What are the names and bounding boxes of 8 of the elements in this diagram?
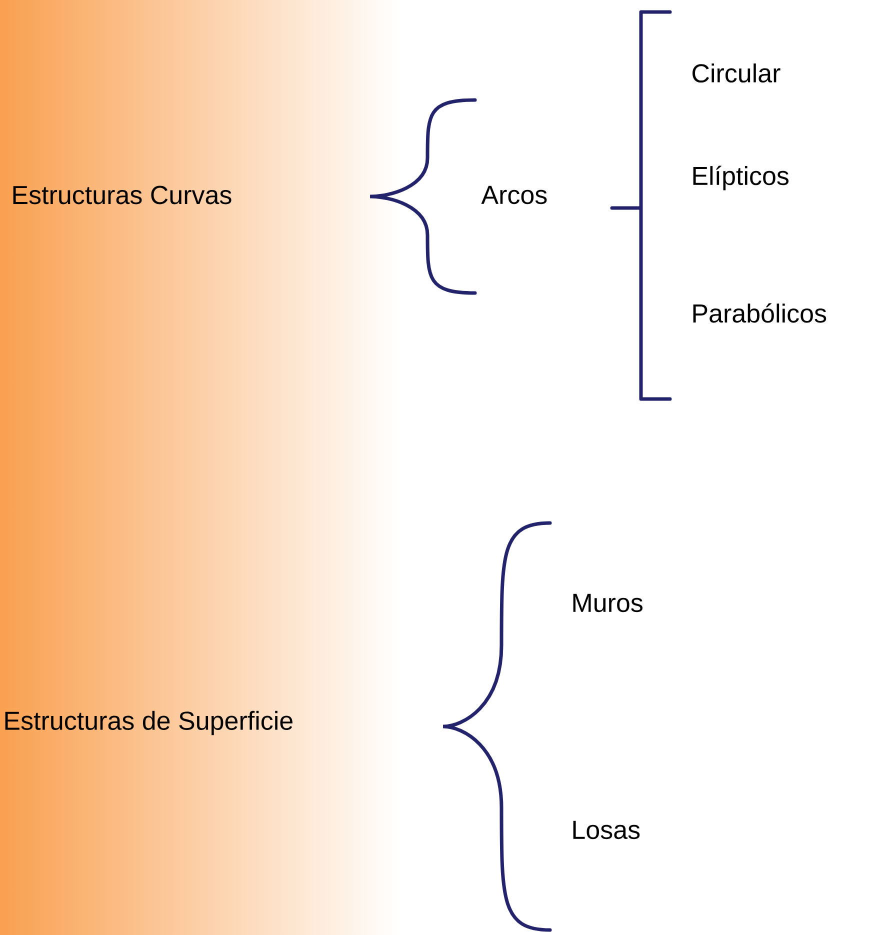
label-text: Estructuras de Superficie: [5, 710, 292, 736]
label-text: Circular: [692, 63, 780, 83]
label-text: Elípticos: [693, 166, 789, 190]
label-text: Losas: [573, 820, 640, 840]
label-text: Muros: [573, 594, 642, 612]
label-text: Parabólicos: [693, 303, 826, 323]
label-text: Estructuras Curvas: [13, 186, 232, 204]
label-text: Arcos: [481, 186, 547, 204]
